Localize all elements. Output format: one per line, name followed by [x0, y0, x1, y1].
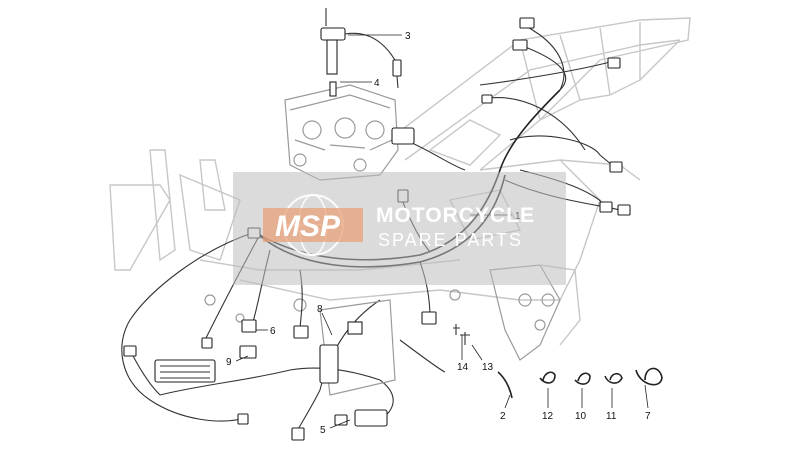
callout-7: 7 — [645, 411, 651, 422]
watermark: MSP MOTORCYCLE SPARE PARTS — [233, 172, 566, 285]
watermark-line1: MOTORCYCLE — [376, 204, 535, 227]
callout-9: 9 — [226, 357, 232, 368]
callout-8: 8 — [317, 304, 323, 315]
callout-13: 13 — [482, 362, 494, 373]
callout-4: 4 — [374, 78, 380, 89]
watermark-line2: SPARE PARTS — [378, 230, 523, 250]
callout-3: 3 — [405, 31, 411, 42]
callout-14: 14 — [457, 362, 469, 373]
callout-11: 11 — [606, 411, 617, 422]
callout-5: 5 — [320, 425, 326, 436]
callout-6: 6 — [270, 326, 276, 337]
callout-12: 12 — [542, 411, 554, 422]
callout-2: 2 — [500, 411, 506, 422]
watermark-logo: MSP — [275, 210, 341, 243]
watermark-logo-badge — [263, 208, 363, 242]
callout-10: 10 — [575, 411, 587, 422]
ignition-coil — [320, 8, 402, 97]
cylinder-head — [284, 84, 399, 181]
